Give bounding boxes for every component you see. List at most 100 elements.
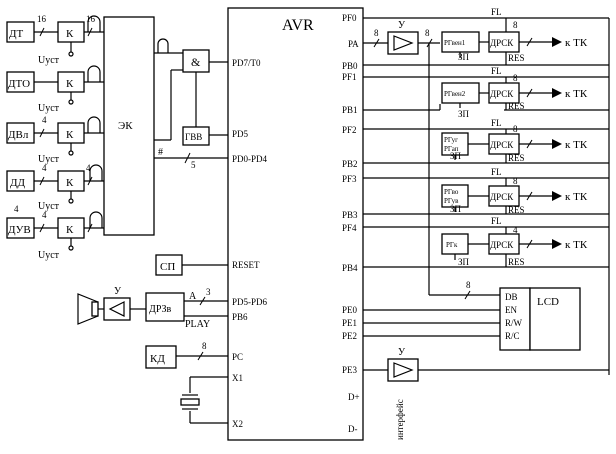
arrow-head-icon bbox=[552, 37, 562, 47]
amp-box bbox=[103, 297, 131, 321]
bus-width-label: 16 bbox=[37, 14, 47, 24]
kd-box bbox=[145, 345, 177, 369]
sensor-label: ДД bbox=[10, 177, 26, 189]
amp-triangle-icon bbox=[393, 362, 414, 378]
bus-width-label: 8 bbox=[374, 28, 379, 38]
bus-width-label: 8 bbox=[513, 124, 518, 134]
zp-label: ЗП bbox=[458, 109, 470, 119]
bus-width-label: 8 bbox=[425, 28, 430, 38]
drsk-label: ДРСК bbox=[490, 192, 514, 202]
res-label: RES bbox=[508, 257, 525, 267]
res-label: RES bbox=[508, 153, 525, 163]
channel-1: FL РГвен1 ДРСК RES 8 к ТК ЗП bbox=[363, 7, 609, 66]
terminal-icon bbox=[68, 150, 74, 156]
sensor-label: ДТО bbox=[8, 78, 30, 90]
pin-pf2: PF2 bbox=[342, 125, 357, 135]
sensor-row-5: ДУВ 4 К 4 Uуст bbox=[6, 204, 104, 261]
bus-width-label: 4 bbox=[14, 204, 19, 214]
clock-pulse-icon bbox=[89, 164, 103, 181]
pa-amp-label: У bbox=[398, 20, 406, 31]
pin-dplus: D+ bbox=[348, 392, 360, 402]
clock-pulse-icon bbox=[87, 65, 101, 82]
pin-pb4: PB4 bbox=[342, 263, 358, 273]
drzv-label: ДРЗв bbox=[149, 304, 172, 315]
pin-pe2: PE2 bbox=[342, 331, 357, 341]
bus-hash-label: # bbox=[158, 147, 163, 158]
terminal-icon bbox=[68, 99, 74, 105]
speaker-cone-icon bbox=[77, 293, 99, 325]
pin-pa: PA bbox=[348, 39, 359, 49]
res-label: RES bbox=[508, 205, 525, 215]
bus-width-label: 4 bbox=[513, 225, 518, 235]
pin-pe3: PE3 bbox=[342, 365, 358, 375]
interface-label: интерфейс bbox=[395, 399, 405, 440]
ek-block bbox=[103, 16, 155, 236]
and-gate-label: & bbox=[191, 55, 201, 69]
pin-pf3: PF3 bbox=[342, 174, 357, 184]
zp-label: ЗП bbox=[458, 257, 470, 267]
amp-triangle-icon bbox=[393, 35, 414, 51]
lcd-pin-block bbox=[499, 287, 531, 351]
fl-label: FL bbox=[491, 216, 502, 226]
bus-width-label: 4 bbox=[86, 163, 91, 173]
pin-pd04: PD0-PD4 bbox=[232, 154, 268, 164]
sensor-row-2: ДТО К Uуст bbox=[6, 65, 104, 114]
output-label: к ТК bbox=[565, 88, 588, 100]
pin-pc: PC bbox=[232, 352, 243, 362]
kd-label: КД bbox=[150, 353, 165, 365]
comparator-label: К bbox=[66, 224, 74, 236]
pin-pf4: PF4 bbox=[342, 223, 357, 233]
channel-5: FL РГк ДРСК RES 4 к ТК ЗП bbox=[363, 216, 609, 268]
bus-width-label: 8 bbox=[466, 280, 471, 290]
lcd-box bbox=[529, 287, 581, 351]
pin-pb6: PB6 bbox=[232, 312, 248, 322]
pin-pf1: PF1 bbox=[342, 72, 357, 82]
terminal-icon bbox=[68, 51, 74, 57]
comparator-label: К bbox=[66, 177, 74, 189]
bus-width-label: 16 bbox=[86, 14, 96, 24]
register-label: РГвен2 bbox=[444, 90, 466, 98]
register-label: РГк bbox=[446, 241, 458, 249]
bus-width-label: 8 bbox=[513, 73, 518, 83]
uset-label: Uуст bbox=[38, 103, 60, 114]
avr-block bbox=[227, 7, 364, 441]
pin-pb1: PB1 bbox=[342, 105, 358, 115]
pin-x2: X2 bbox=[232, 419, 243, 429]
pin-pd7: PD7/T0 bbox=[232, 58, 261, 68]
clock-pulse-icon bbox=[89, 211, 103, 228]
drsk-label: ДРСК bbox=[490, 89, 514, 99]
terminal-icon bbox=[68, 245, 74, 251]
res-label: RES bbox=[508, 101, 525, 111]
zp-label: ЗП bbox=[450, 204, 462, 214]
bus-width-label: 5 bbox=[191, 160, 196, 170]
uset-label: Uуст bbox=[38, 201, 60, 212]
pe3-amp-label: У bbox=[398, 347, 406, 358]
comparator-label: К bbox=[66, 28, 74, 40]
pin-x1: X1 bbox=[232, 373, 243, 383]
register-label: РГап bbox=[444, 145, 459, 153]
avr-title: AVR bbox=[282, 17, 314, 34]
lcd-title: LCD bbox=[537, 296, 559, 308]
pin-pb3: PB3 bbox=[342, 210, 358, 220]
lcd-en: EN bbox=[505, 305, 517, 315]
zp-label: ЗП bbox=[458, 52, 470, 62]
arrow-head-icon bbox=[552, 139, 562, 149]
fl-label: FL bbox=[491, 7, 502, 17]
sensor-row-3: ДВл 4 К Uуст bbox=[6, 115, 104, 165]
output-label: к ТК bbox=[565, 239, 588, 251]
drzv-box bbox=[145, 292, 185, 322]
channel-3: FL РГуг РГап ДРСК RES 8 к ТК ЗП bbox=[363, 118, 609, 164]
uset-label: Uуст bbox=[38, 55, 60, 66]
drsk-label: ДРСК bbox=[490, 140, 514, 150]
sp-label: СП bbox=[160, 261, 175, 273]
lcd-db: DB bbox=[505, 292, 518, 302]
lcd-rw: R/W bbox=[505, 318, 523, 328]
arrow-head-icon bbox=[552, 88, 562, 98]
clock-pulse-icon bbox=[87, 15, 101, 32]
amp-label: У bbox=[114, 286, 122, 297]
register-label: РГув bbox=[444, 197, 459, 205]
comparator-label: К bbox=[66, 129, 74, 141]
pin-pe0: PE0 bbox=[342, 305, 358, 315]
